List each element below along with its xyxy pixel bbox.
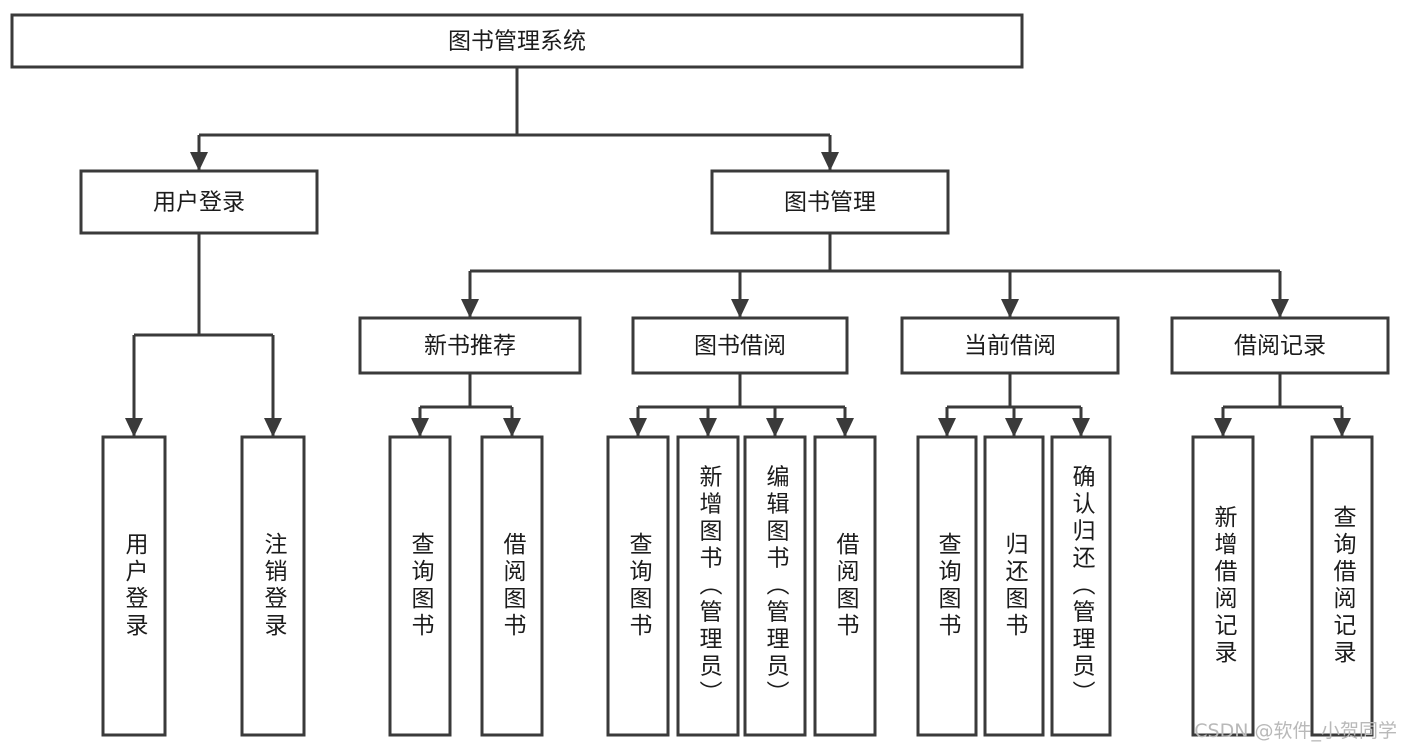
arrow-head-icon-add-borrow-record bbox=[1214, 418, 1232, 437]
node-add-borrow-record[interactable]: 新增借阅记录 bbox=[1191, 435, 1255, 737]
node-borrow-book-nbr[interactable]: 借阅图书 bbox=[480, 435, 544, 737]
node-label-query-book-nbr: 查询图书 bbox=[407, 532, 435, 640]
node-edit-book-admin[interactable]: 编辑图书（管理员） bbox=[743, 435, 807, 737]
arrow-head-icon-book-borrow bbox=[731, 299, 749, 318]
node-book-management[interactable]: 图书管理 bbox=[710, 169, 950, 235]
node-label-user-login-action: 用户登录 bbox=[121, 532, 149, 640]
arrow-head-icon-borrow-book-nbr bbox=[503, 418, 521, 437]
node-book-borrow[interactable]: 图书借阅 bbox=[631, 316, 849, 375]
node-box-user-login bbox=[79, 169, 319, 235]
node-box-edit-book-admin bbox=[743, 435, 807, 737]
node-return-book[interactable]: 归还图书 bbox=[983, 435, 1045, 737]
node-label-book-management: 图书管理 bbox=[784, 190, 876, 216]
arrow-head-icon-query-book-bb bbox=[629, 418, 647, 437]
arrow-head-icon-new-book-recommend bbox=[461, 299, 479, 318]
arrow-head-icon-edit-book-admin bbox=[766, 418, 784, 437]
node-user-logout-action[interactable]: 注销登录 bbox=[240, 435, 306, 737]
arrow-head-icon-query-borrow-record bbox=[1333, 418, 1351, 437]
node-box-current-borrow bbox=[900, 316, 1120, 375]
node-label-borrow-record: 借阅记录 bbox=[1234, 333, 1326, 359]
node-box-borrow-book-bb bbox=[813, 435, 877, 737]
node-label-query-book-cb: 查询图书 bbox=[934, 532, 962, 640]
arrow-head-icon-return-book bbox=[1005, 418, 1023, 437]
node-label-borrow-book-bb: 借阅图书 bbox=[832, 532, 860, 640]
node-label-book-borrow: 图书借阅 bbox=[694, 333, 786, 359]
node-box-new-book-recommend bbox=[358, 316, 582, 375]
node-box-borrow-record bbox=[1170, 316, 1390, 375]
node-box-book-borrow bbox=[631, 316, 849, 375]
arrow-head-icon-borrow-record bbox=[1271, 299, 1289, 318]
arrow-head-icon-query-book-cb bbox=[938, 418, 956, 437]
node-box-query-book-bb bbox=[606, 435, 670, 737]
node-label-user-logout-action: 注销登录 bbox=[260, 532, 288, 640]
node-query-book-cb[interactable]: 查询图书 bbox=[916, 435, 978, 737]
node-borrow-record[interactable]: 借阅记录 bbox=[1170, 316, 1390, 375]
node-box-query-book-nbr bbox=[388, 435, 452, 737]
node-label-confirm-return-admin: 确认归还（管理员） bbox=[1068, 465, 1096, 708]
node-query-book-bb[interactable]: 查询图书 bbox=[606, 435, 670, 737]
arrow-head-icon-query-book-nbr bbox=[411, 418, 429, 437]
node-root[interactable]: 图书管理系统 bbox=[10, 13, 1024, 69]
node-add-book-admin[interactable]: 新增图书（管理员） bbox=[676, 435, 740, 737]
node-label-root: 图书管理系统 bbox=[448, 29, 586, 55]
node-box-return-book bbox=[983, 435, 1045, 737]
node-user-login-action[interactable]: 用户登录 bbox=[101, 435, 167, 737]
arrow-head-icon-user-login bbox=[190, 152, 208, 171]
node-label-add-borrow-record: 新增借阅记录 bbox=[1210, 505, 1238, 667]
arrow-head-icon-add-book-admin bbox=[699, 418, 717, 437]
node-query-borrow-record[interactable]: 查询借阅记录 bbox=[1310, 435, 1374, 737]
node-label-new-book-recommend: 新书推荐 bbox=[424, 333, 516, 359]
node-label-edit-book-admin: 编辑图书（管理员） bbox=[762, 465, 790, 708]
node-query-book-nbr[interactable]: 查询图书 bbox=[388, 435, 452, 737]
node-label-query-borrow-record: 查询借阅记录 bbox=[1329, 505, 1357, 667]
node-label-query-book-bb: 查询图书 bbox=[625, 532, 653, 640]
node-label-user-login: 用户登录 bbox=[153, 190, 245, 216]
node-label-return-book: 归还图书 bbox=[1001, 532, 1029, 640]
node-box-user-login-action bbox=[101, 435, 167, 737]
node-current-borrow[interactable]: 当前借阅 bbox=[900, 316, 1120, 375]
node-box-confirm-return-admin bbox=[1050, 435, 1112, 737]
node-box-book-management bbox=[710, 169, 950, 235]
arrow-head-icon-borrow-book-bb bbox=[836, 418, 854, 437]
arrow-head-icon-user-logout-action bbox=[264, 418, 282, 437]
node-label-current-borrow: 当前借阅 bbox=[964, 333, 1056, 359]
node-box-query-borrow-record bbox=[1310, 435, 1374, 737]
node-box-add-borrow-record bbox=[1191, 435, 1255, 737]
node-user-login[interactable]: 用户登录 bbox=[79, 169, 319, 235]
arrow-head-icon-book-management bbox=[821, 152, 839, 171]
node-box-add-book-admin bbox=[676, 435, 740, 737]
node-box-root bbox=[10, 13, 1024, 69]
arrow-head-icon-user-login-action bbox=[125, 418, 143, 437]
node-box-query-book-cb bbox=[916, 435, 978, 737]
node-borrow-book-bb[interactable]: 借阅图书 bbox=[813, 435, 877, 737]
node-box-borrow-book-nbr bbox=[480, 435, 544, 737]
node-confirm-return-admin[interactable]: 确认归还（管理员） bbox=[1050, 435, 1112, 737]
arrow-head-icon-confirm-return-admin bbox=[1072, 418, 1090, 437]
node-label-add-book-admin: 新增图书（管理员） bbox=[695, 465, 723, 708]
node-box-user-logout-action bbox=[240, 435, 306, 737]
node-label-borrow-book-nbr: 借阅图书 bbox=[499, 532, 527, 640]
arrow-head-icon-current-borrow bbox=[1001, 299, 1019, 318]
node-new-book-recommend[interactable]: 新书推荐 bbox=[358, 316, 582, 375]
